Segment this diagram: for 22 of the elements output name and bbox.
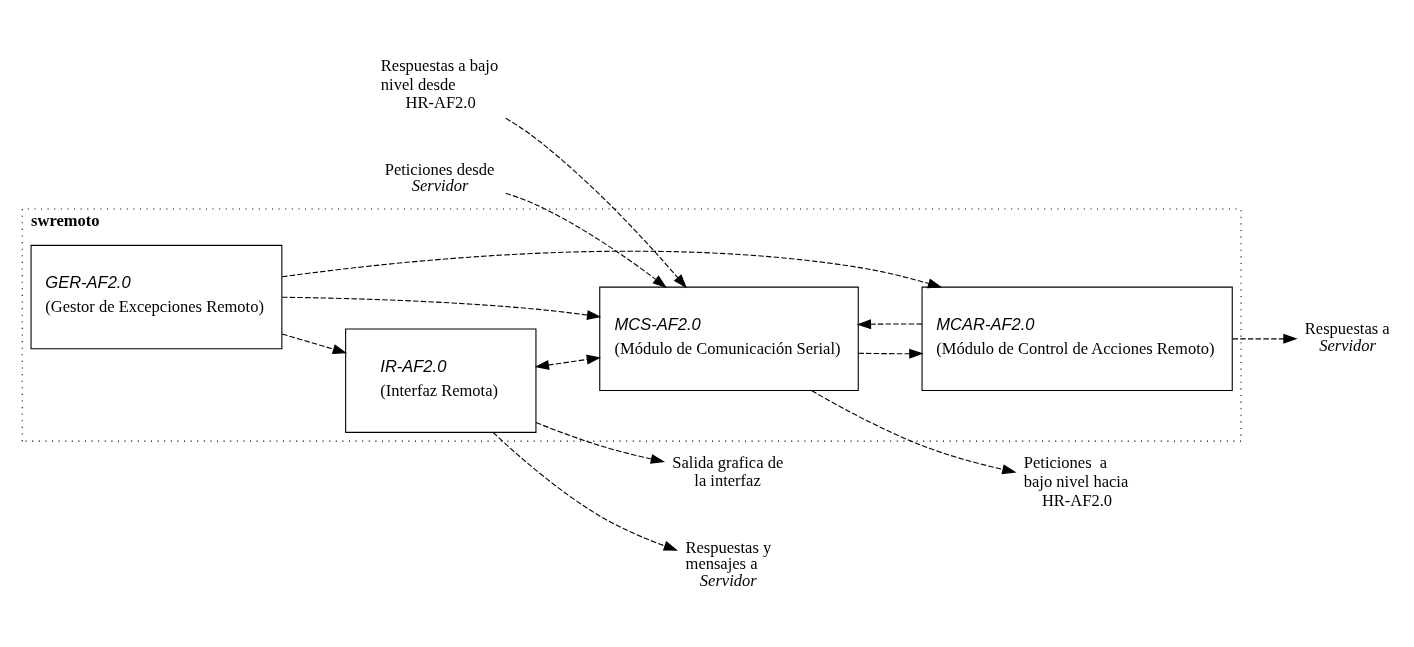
arrow	[534, 354, 601, 370]
arrow	[492, 431, 679, 551]
node-text: Salida grafica de la interfaz	[672, 452, 784, 490]
arrow	[505, 117, 687, 288]
node-text: Peticiones a bajo nivel hacia HR-AF2.0	[1023, 452, 1129, 509]
node-box: MCAR-AF2.0 (Módulo de Control de Acciones Remoto)	[921, 286, 1233, 391]
arrow	[1231, 333, 1298, 344]
arrow	[281, 332, 348, 354]
node-box: IR-AF2.0 (Interfaz Remota)	[345, 327, 537, 433]
node-text: Respuestas y mensajes a Servidor	[685, 537, 772, 590]
arrow	[281, 296, 602, 320]
arrow	[535, 421, 666, 464]
arrow	[811, 389, 1017, 474]
arrow	[857, 348, 924, 359]
arrow	[281, 250, 943, 288]
node-text: Peticiones desde Servidor	[384, 159, 495, 195]
node-text: Respuestas a bajo nivel desde HR-AF2.0	[380, 55, 499, 112]
arrow	[505, 192, 667, 288]
node-box: GER-AF2.0 (Gestor de Excepciones Remoto)	[30, 244, 283, 349]
node-text: Respuestas a Servidor	[1304, 318, 1390, 355]
arrow	[856, 318, 923, 329]
node-box: MCS-AF2.0 (Módulo de Comunicación Serial)	[599, 286, 859, 391]
